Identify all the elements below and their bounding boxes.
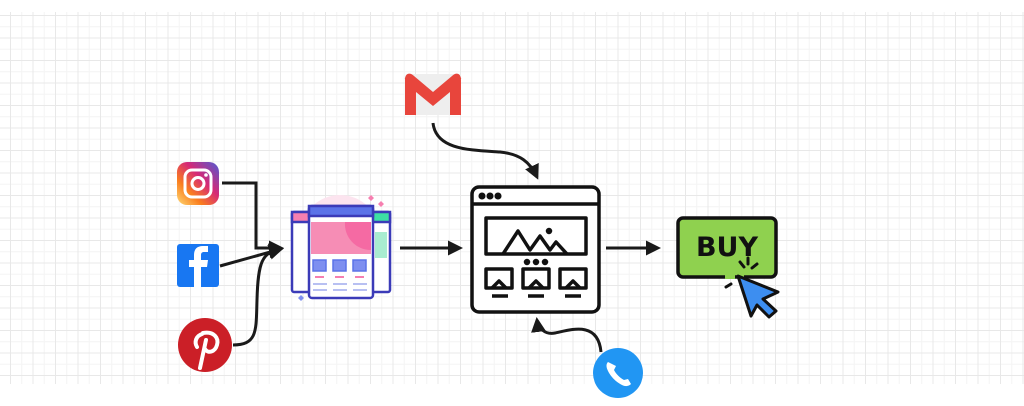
- phone-icon[interactable]: [593, 348, 643, 398]
- connectors: [219, 122, 661, 353]
- website-icon[interactable]: [470, 185, 601, 314]
- buy-button-icon[interactable]: BUY: [676, 216, 780, 319]
- landing-page-icon[interactable]: [290, 195, 392, 301]
- pinterest-icon[interactable]: [178, 318, 232, 372]
- arrow-instagram: [222, 181, 284, 256]
- arrow-pinterest: [232, 243, 284, 347]
- instagram-icon[interactable]: [177, 162, 219, 205]
- facebook-icon[interactable]: [177, 244, 219, 287]
- arrow-gmail: [431, 122, 539, 180]
- arrow-phone: [531, 317, 603, 353]
- gmail-icon[interactable]: [404, 73, 462, 115]
